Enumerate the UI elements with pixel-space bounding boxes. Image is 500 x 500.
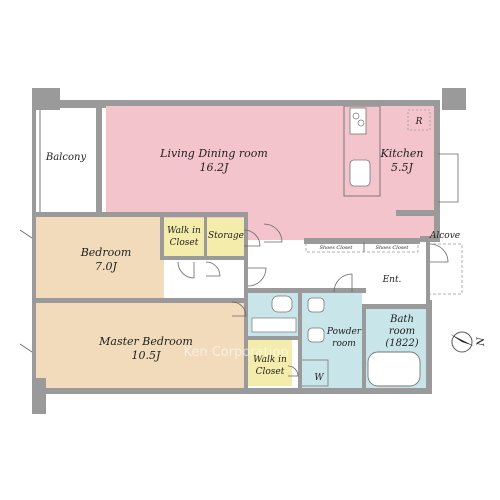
walk-in-closet-2-line2: Closet [256, 367, 285, 377]
sink-icon [349, 159, 371, 187]
bath-room-size: (1822) [385, 338, 418, 349]
powder-room-line2: room [332, 339, 356, 349]
balcony-area [36, 108, 98, 212]
compass: N [450, 331, 487, 353]
living-dining-room-size: 16.2J [200, 161, 229, 174]
kitchen-label: Kitchen [380, 147, 424, 160]
basin-icon-2 [307, 327, 325, 343]
toilet-counter [251, 317, 297, 333]
balcony-label: Balcony [45, 152, 87, 163]
alcove-label: Alcove [429, 231, 460, 241]
shoes-closet-2-label: Shoes Closet [376, 245, 410, 251]
walk-in-closet-1-line2: Closet [170, 238, 199, 248]
watermark: Ken Corporation [183, 345, 288, 360]
fridge-space [407, 109, 431, 131]
shoes-closet-1-label: Shoes Closet [320, 245, 354, 251]
bedroom-label: Bedroom [80, 246, 132, 259]
bedroom-area[interactable] [36, 216, 164, 298]
toilet-icon [271, 295, 293, 313]
bath-room-line2: room [389, 326, 415, 337]
master-bedroom-size: 10.5J [132, 349, 161, 362]
fridge-label: R [415, 117, 423, 127]
master-bedroom-area[interactable] [36, 302, 246, 390]
bathtub-icon [367, 351, 421, 387]
master-bedroom-label: Master Bedroom [98, 335, 193, 348]
living-dining-room-label: Living Dining room [159, 147, 268, 160]
compass-label: N [476, 336, 487, 347]
door-swings [19, 153, 459, 377]
walk-in-closet-1-line1: Walk in [167, 226, 201, 236]
walk-in-closet-2-line1: Walk in [253, 355, 287, 365]
alcove-box [427, 243, 463, 295]
bedroom-size: 7.0J [95, 260, 117, 273]
powder-room-line1: Powder [326, 327, 362, 337]
shoes-closet-box [305, 241, 419, 253]
bath-room-line1: Bath [389, 314, 414, 325]
compass-arrow-icon [450, 334, 474, 346]
stove-icon [349, 107, 367, 135]
kitchen-size: 5.5J [391, 161, 413, 174]
washer-space [299, 359, 329, 387]
washer-label: W [314, 373, 324, 383]
basin-icon-1 [307, 297, 325, 313]
walls [32, 88, 466, 414]
walk-in-closet-2-area[interactable] [248, 340, 292, 386]
entrance-label: Ent. [382, 275, 402, 285]
storage-area[interactable] [206, 218, 246, 256]
walk-in-closet-1-area[interactable] [164, 218, 204, 258]
storage-label: Storage [208, 231, 244, 241]
